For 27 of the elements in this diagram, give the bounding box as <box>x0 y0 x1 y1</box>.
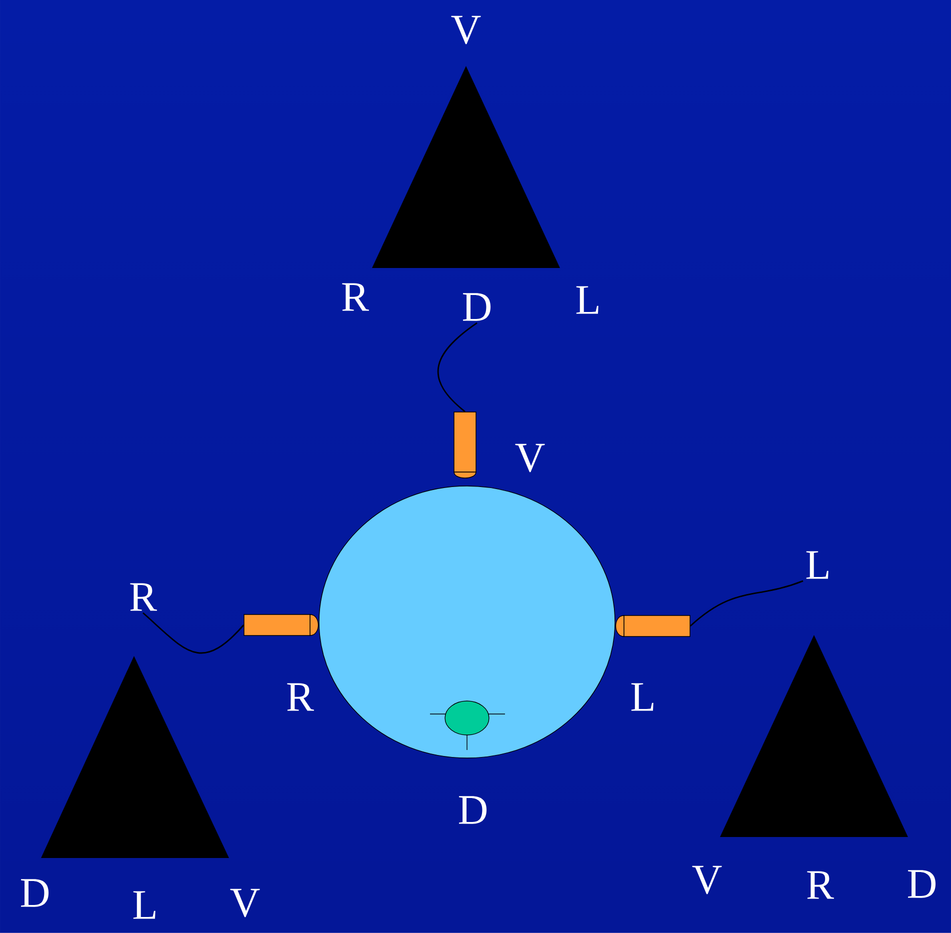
letter-label: V <box>515 444 545 472</box>
letter-label: R <box>130 583 157 611</box>
triangle <box>720 635 908 837</box>
letter-label: R <box>287 683 314 711</box>
letter-label: V <box>451 16 481 44</box>
wavy-line <box>142 612 244 654</box>
letter-label: D <box>908 870 936 898</box>
letter-label: V <box>692 866 722 894</box>
triangle <box>372 66 560 268</box>
triangle <box>41 656 229 858</box>
wavy-line <box>690 580 804 627</box>
cell-circle <box>318 486 616 758</box>
wavy-line <box>438 322 478 412</box>
connector-tab <box>244 614 319 636</box>
letter-label: R <box>342 283 369 311</box>
letter-label: L <box>806 551 828 579</box>
letter-label: D <box>459 796 487 824</box>
receptor-icon <box>430 700 506 750</box>
letter-label: L <box>631 683 654 711</box>
connector-tab <box>615 615 690 637</box>
letter-label: D <box>463 293 491 321</box>
letter-label: R <box>807 871 834 899</box>
letter-label: L <box>133 891 156 919</box>
letter-label: V <box>230 888 260 918</box>
letter-label: D <box>21 879 49 907</box>
letter-label: L <box>576 286 598 314</box>
connector-tab <box>454 412 476 478</box>
